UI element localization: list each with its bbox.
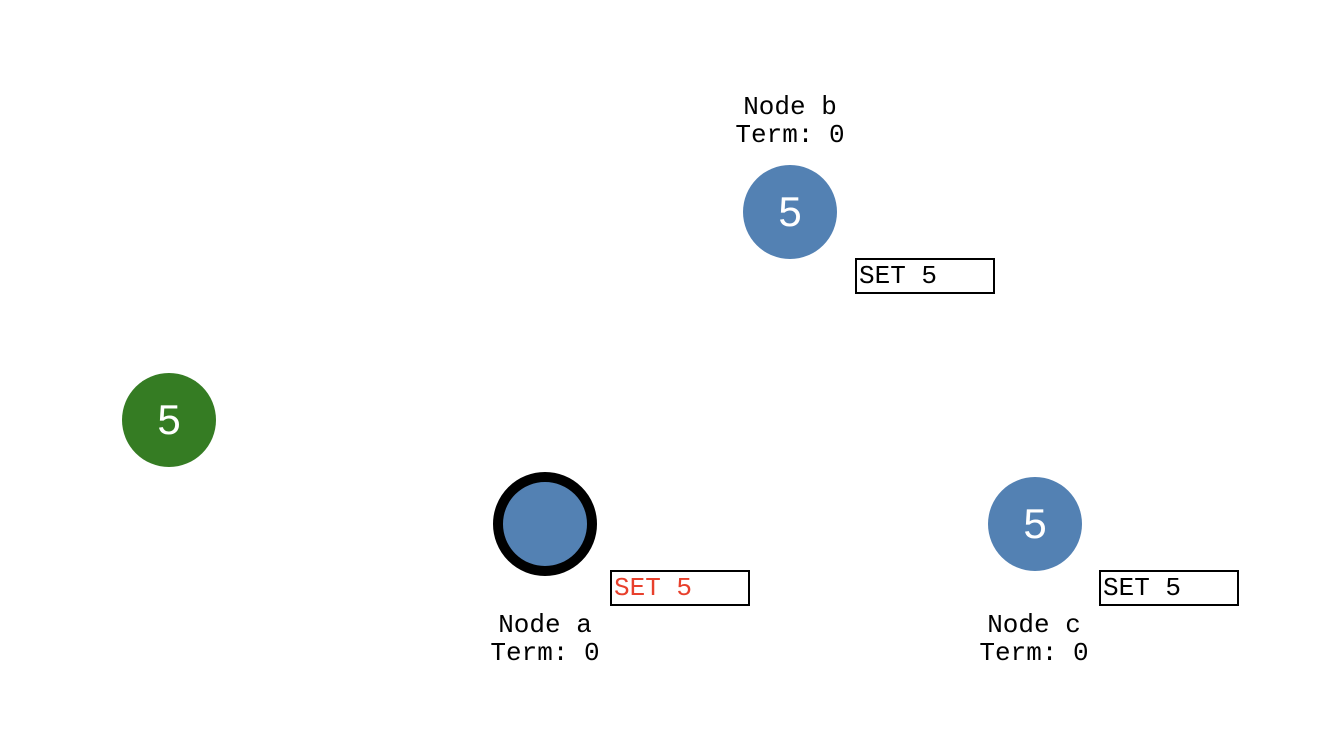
node-c-name: Node c xyxy=(987,610,1081,640)
node-a-label: Node a Term: 0 xyxy=(435,611,655,667)
node-c-circle[interactable]: 5 xyxy=(988,477,1082,571)
node-c-term: Term: 0 xyxy=(979,638,1089,668)
node-c-log-text: SET 5 xyxy=(1103,573,1182,603)
node-a-log-text: SET 5 xyxy=(614,573,693,603)
node-a-log-entry: SET 5 xyxy=(610,570,750,606)
node-b-label: Node b Term: 0 xyxy=(680,93,900,149)
node-a-circle[interactable] xyxy=(493,472,597,576)
node-b-circle[interactable]: 5 xyxy=(743,165,837,259)
node-b-term: Term: 0 xyxy=(735,120,845,150)
node-c-label: Node c Term: 0 xyxy=(924,611,1144,667)
node-b-value: 5 xyxy=(778,188,802,235)
node-b-name: Node b xyxy=(743,92,837,122)
node-b-log-entry: SET 5 xyxy=(855,258,995,294)
node-b-log-text: SET 5 xyxy=(859,261,938,291)
client-node[interactable]: 5 xyxy=(122,373,216,467)
node-c-log-entry: SET 5 xyxy=(1099,570,1239,606)
node-a-name: Node a xyxy=(498,610,592,640)
node-c-value: 5 xyxy=(1023,500,1047,547)
node-a-term: Term: 0 xyxy=(490,638,600,668)
client-value: 5 xyxy=(157,396,181,443)
